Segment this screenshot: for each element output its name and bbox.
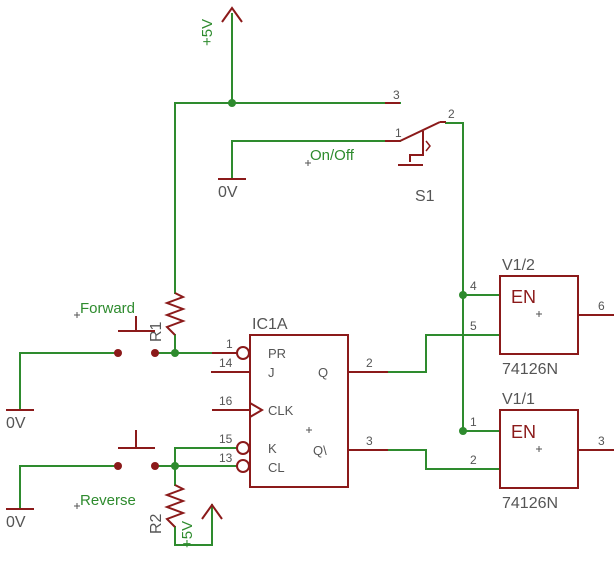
net-onoff-label: On/Off	[310, 147, 355, 164]
ic1a-pin-j-name: J	[268, 365, 275, 380]
s1-pin-3: 3	[393, 88, 400, 102]
s1-pin-1: 1	[395, 126, 402, 140]
gnd-onoff-symbol: 0V	[218, 178, 246, 201]
forward-origin-mark	[74, 312, 80, 318]
net-forward-label: Forward	[80, 300, 135, 317]
buffer-v1-2: V1/2 EN 74126N 4 5 6	[470, 257, 605, 378]
buffer-v1-1-pin-out: 3	[598, 434, 605, 448]
ic1a-pin-q-num: 2	[366, 356, 373, 370]
ic1a-pin-k-name: K	[268, 441, 277, 456]
wire-onoff-gnd	[231, 140, 401, 179]
buffer-v1-1-pin-in: 2	[470, 453, 477, 467]
pushbutton-forward	[114, 316, 159, 357]
ic1a-pin-pr-num: 1	[226, 337, 233, 351]
gnd-forward-symbol: 0V	[6, 409, 34, 432]
buffer-v1-1-en: EN	[511, 422, 536, 442]
ic1a-pin-clk-name: CLK	[268, 403, 294, 418]
junction-en-v11	[459, 427, 467, 435]
r1-ref: R1	[148, 321, 165, 342]
ic1a-pin-pr-name: PR	[268, 346, 286, 361]
wire-r2-vcc	[174, 504, 213, 546]
ic1a-pin-k-num: 15	[219, 432, 233, 446]
onoff-origin-mark	[305, 160, 311, 166]
gnd-reverse-symbol: 0V	[6, 508, 34, 531]
ic1a-ref: IC1A	[252, 316, 288, 333]
wire-q-to-v12	[387, 334, 501, 373]
wire-qn-to-v11	[387, 449, 501, 470]
buffer-v1-1-ref: V1/1	[502, 391, 535, 408]
r2-ref: R2	[148, 513, 165, 534]
gnd-onoff-label: 0V	[218, 184, 238, 201]
buffer-v1-2-body	[499, 275, 579, 355]
buffer-v1-1-pin-en: 1	[470, 415, 477, 429]
buffer-v1-1-part: 74126N	[502, 495, 558, 512]
junctions	[171, 99, 467, 470]
pushbutton-reverse	[114, 430, 159, 470]
s1-pin-2: 2	[448, 107, 455, 121]
junction-vcc	[228, 99, 236, 107]
buffer-v1-1: V1/1 EN 74126N 1 2 3	[470, 391, 605, 512]
junction-en-v12	[459, 291, 467, 299]
buffer-v1-2-pin-out: 6	[598, 299, 605, 313]
wire-fwd-gnd	[19, 352, 119, 410]
wire-s1-to-en	[445, 122, 464, 432]
buffer-v1-1-body	[499, 409, 579, 489]
ic1a-body	[249, 334, 349, 488]
gnd-reverse-label: 0V	[6, 514, 26, 531]
vcc-top-label: +5V	[199, 19, 216, 46]
wire-rev-gnd	[19, 465, 119, 509]
ic1a-pin-q-name: Q	[318, 365, 328, 380]
vcc-bottom-symbol: +5V	[179, 503, 223, 548]
ic1a-pin-cl-name: CL	[268, 460, 285, 475]
junction-r1-pr	[171, 349, 179, 357]
wires	[19, 13, 614, 546]
buffer-v1-2-ref: V1/2	[502, 257, 535, 274]
vcc-top-symbol: +5V	[199, 6, 243, 46]
ic1a-pin-clk-num: 16	[219, 394, 233, 408]
ic1a-pin-j-num: 14	[219, 356, 233, 370]
ic1a-pin-qn-name: Q\	[313, 443, 327, 458]
switch-s1: 3 1 2 S1	[385, 88, 455, 205]
buffer-v1-2-en: EN	[511, 287, 536, 307]
buffer-v1-2-pin-in: 5	[470, 319, 477, 333]
vcc-bottom-label: +5V	[179, 521, 196, 548]
buffer-v1-2-part: 74126N	[502, 361, 558, 378]
resistor-r1: R1	[148, 292, 186, 342]
ic1a-pin-cl-num: 13	[219, 451, 233, 465]
s1-ref: S1	[415, 188, 435, 205]
ic1a-pin-qn-num: 3	[366, 434, 373, 448]
reverse-origin-mark	[74, 503, 80, 509]
buffer-v1-2-pin-en: 4	[470, 279, 477, 293]
junction-k-cl	[171, 462, 179, 470]
net-reverse-label: Reverse	[80, 492, 136, 509]
ic1a-flipflop: IC1A PR 1 J 14 CLK 16 K 15 CL 13 Q 2 Q\ …	[212, 316, 388, 488]
gnd-forward-label: 0V	[6, 415, 26, 432]
resistor-r2: R2	[148, 484, 186, 534]
